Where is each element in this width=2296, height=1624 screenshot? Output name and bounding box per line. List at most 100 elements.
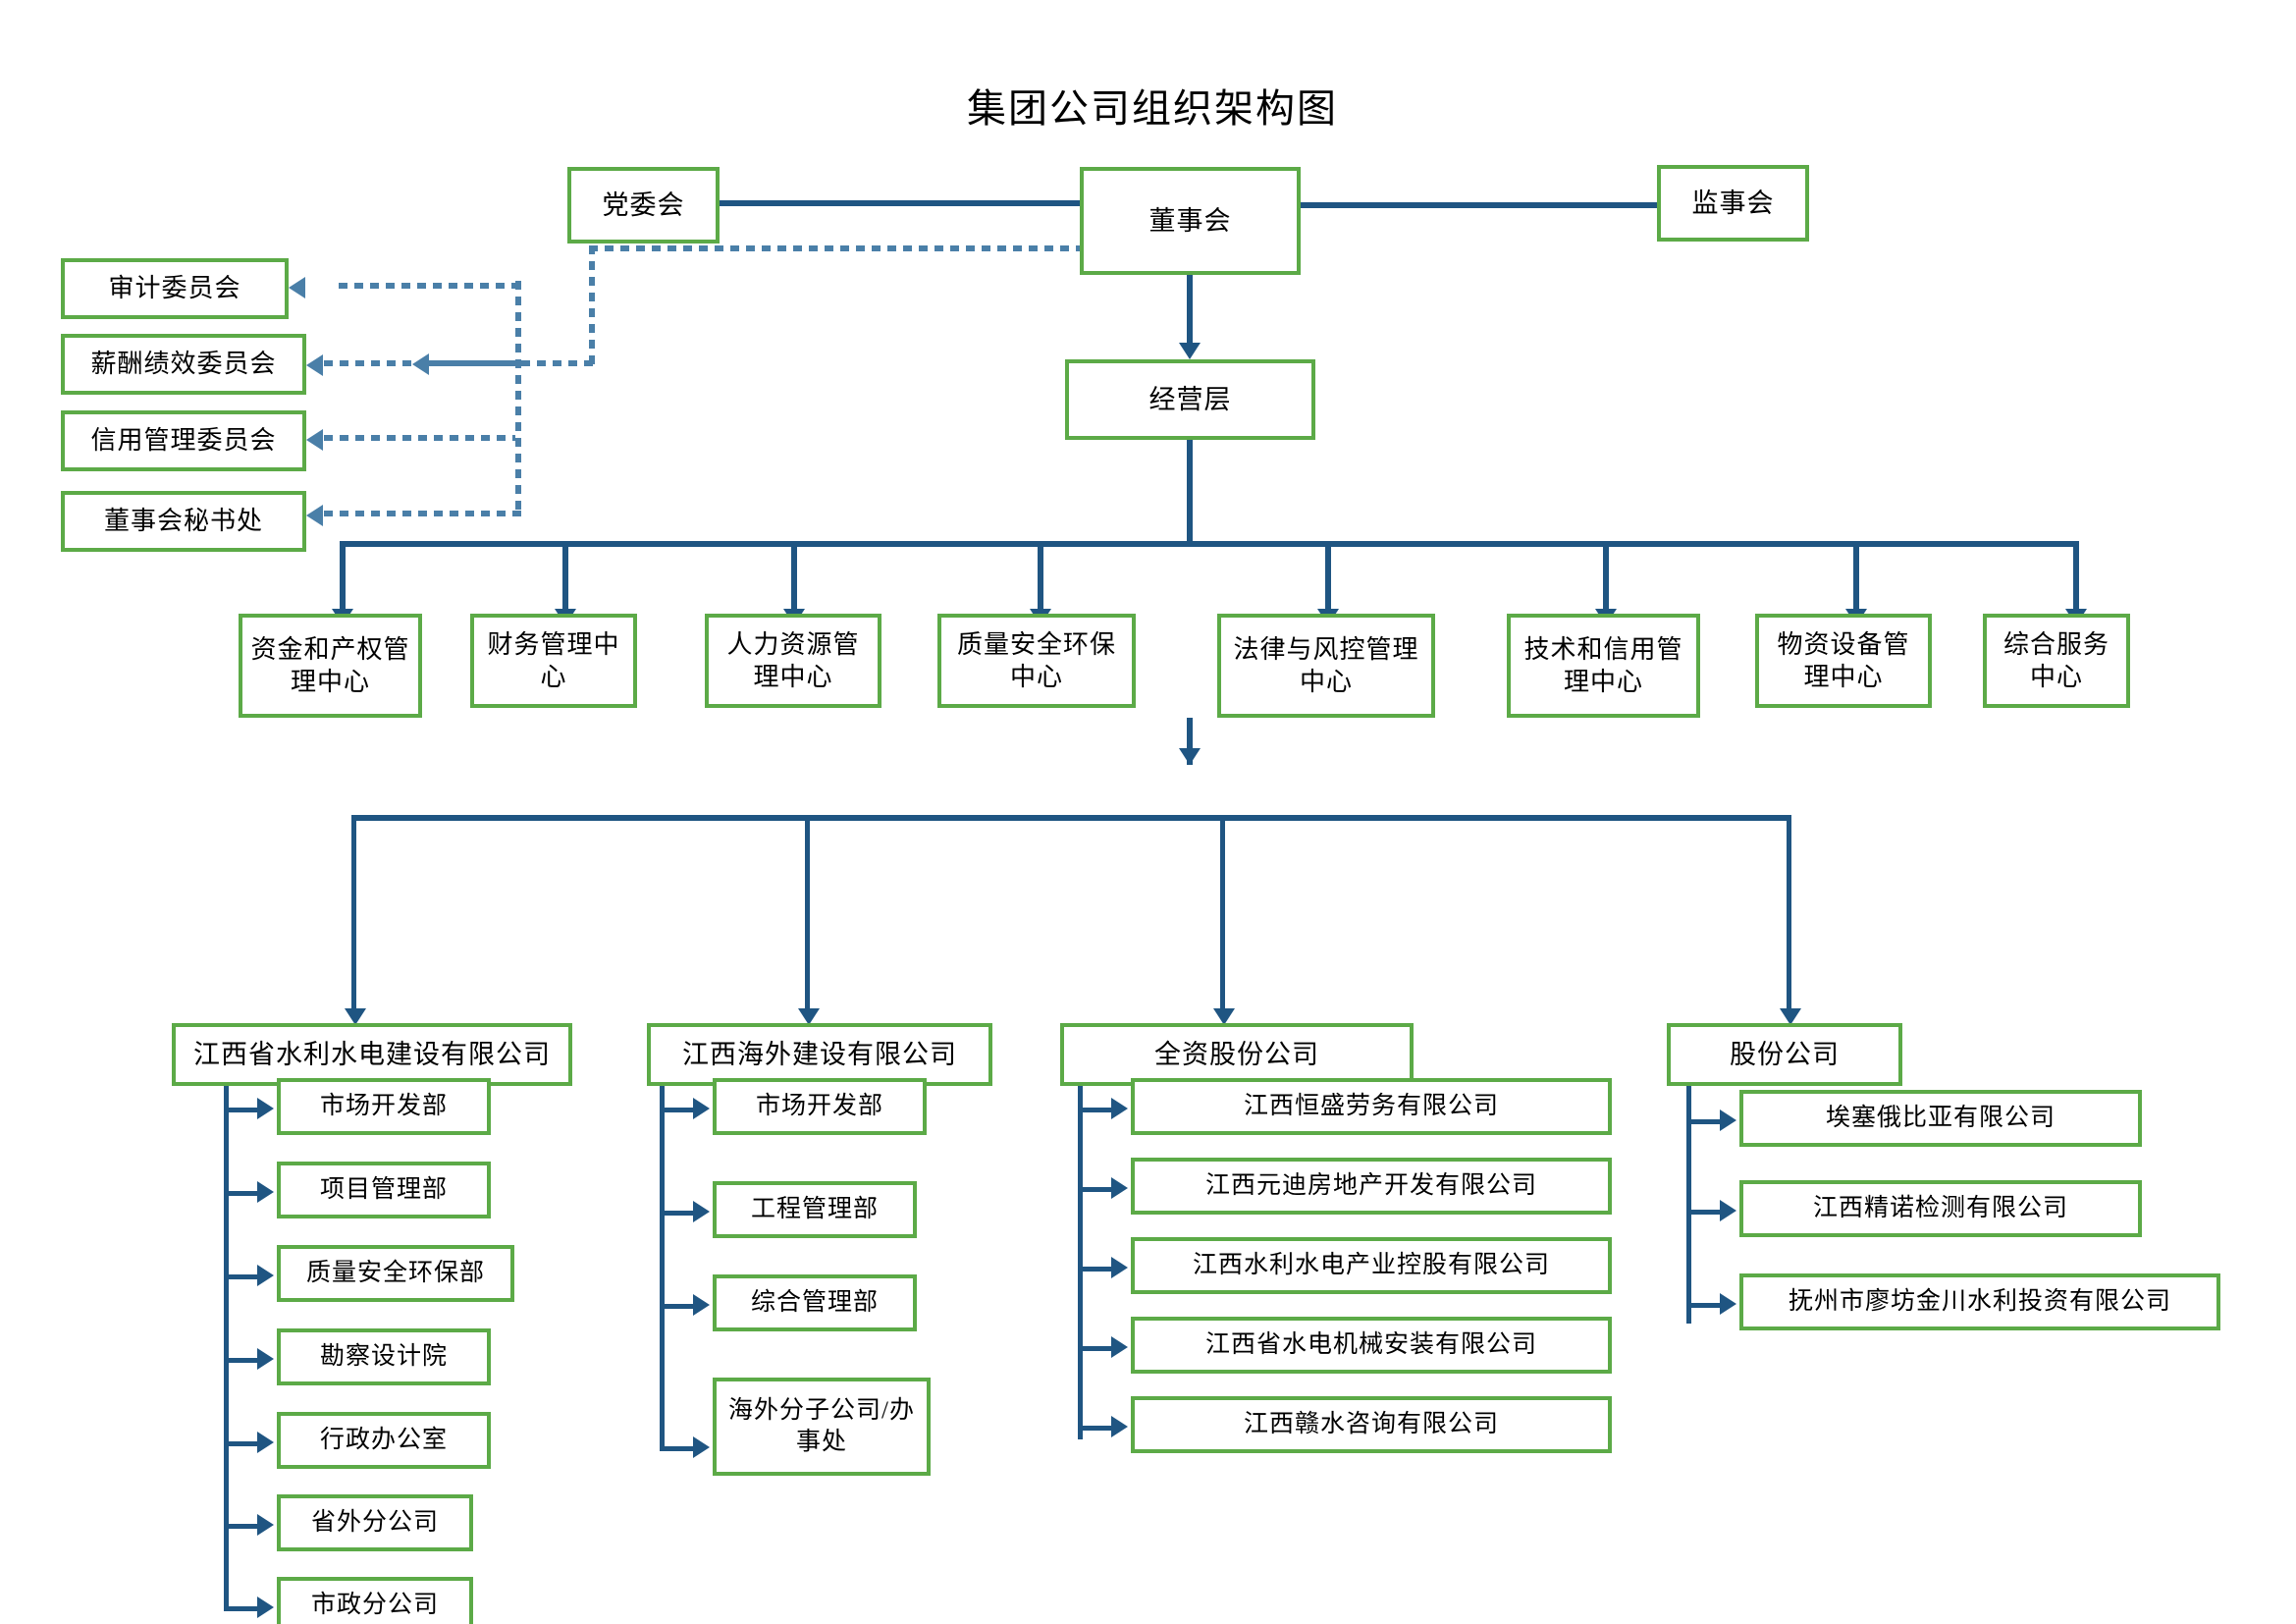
drop-center-2	[562, 541, 568, 613]
branch-col2-4	[660, 1446, 695, 1451]
node-subsidiary-wholly-owned[interactable]: 全资股份公司	[1060, 1023, 1414, 1086]
arrow-branch-audit	[289, 277, 305, 298]
node-center-general-services[interactable]: 综合服务中心	[1983, 614, 2130, 708]
branch-col1-1	[224, 1108, 259, 1112]
branch-col3-4	[1078, 1346, 1113, 1351]
node-subsidiary-joint-stock[interactable]: 股份公司	[1667, 1023, 1902, 1086]
node-center-finance[interactable]: 财务管理中心	[470, 614, 637, 708]
drop-center-3	[791, 541, 797, 613]
arrow-col4-3	[1720, 1293, 1736, 1315]
drop-center-6	[1603, 541, 1609, 613]
node-committee-audit[interactable]: 审计委员会	[61, 258, 289, 319]
drop-center-4	[1038, 541, 1043, 613]
trunk-col2-lower-b	[660, 1304, 665, 1451]
node-subsidiary-jiangxi-hydro[interactable]: 江西省水利水电建设有限公司	[172, 1023, 572, 1086]
arrow-col1-3	[257, 1265, 274, 1286]
trunk-col3-lower-c	[1078, 1346, 1083, 1439]
node-subsidiary-jiangxi-overseas[interactable]: 江西海外建设有限公司	[647, 1023, 992, 1086]
arrow-subsidiary-3	[1213, 1008, 1235, 1025]
arrow-col1-7	[257, 1597, 274, 1618]
node-dept-municipal-branch[interactable]: 市政分公司	[277, 1577, 473, 1624]
branch-col3-2	[1078, 1187, 1113, 1192]
drop-subsidiary-4	[1787, 815, 1791, 1011]
arrow-col2-1	[693, 1098, 710, 1119]
arrow-col4-2	[1720, 1200, 1736, 1221]
dotted-board-outlet-vertical	[589, 245, 595, 366]
trunk-col2-lower-a	[660, 1211, 665, 1309]
node-dept-overseas-branches[interactable]: 海外分子公司/办事处	[713, 1378, 931, 1476]
page-title: 集团公司组织架构图	[967, 86, 1338, 131]
arrow-col2-2	[693, 1201, 710, 1222]
node-dept-survey-design-institute[interactable]: 勘察设计院	[277, 1328, 491, 1385]
branch-col2-2	[660, 1211, 695, 1216]
connector-board-to-management	[1187, 275, 1193, 344]
trunk-col1-lower-a	[224, 1441, 229, 1525]
branch-col1-3	[224, 1274, 259, 1279]
bus-centers	[340, 541, 2073, 547]
arrow-col1-1	[257, 1098, 274, 1119]
node-dept-quality-safety-env[interactable]: 质量安全环保部	[277, 1245, 514, 1302]
drop-subsidiary-3	[1220, 815, 1225, 1011]
node-company-jingnuo-testing[interactable]: 江西精诺检测有限公司	[1739, 1180, 2142, 1237]
dotted-branch-credit	[324, 435, 515, 441]
node-committee-credit[interactable]: 信用管理委员会	[61, 410, 306, 471]
dotted-branch-secretariat	[324, 511, 521, 516]
connector-centers-to-subsidiaries	[1187, 718, 1193, 765]
arrow-col2-3	[693, 1294, 710, 1316]
node-company-liaofang-jinchuan-water-investment[interactable]: 抚州市廖坊金川水利投资有限公司	[1739, 1273, 2220, 1330]
connector-management-to-centers-bus	[1187, 440, 1193, 544]
branch-col4-1	[1686, 1119, 1722, 1124]
arrow-col3-1	[1111, 1098, 1128, 1119]
node-company-hydro-machinery-install[interactable]: 江西省水电机械安装有限公司	[1131, 1317, 1612, 1374]
node-center-materials-equipment[interactable]: 物资设备管理中心	[1755, 614, 1932, 708]
node-board-of-directors[interactable]: 董事会	[1080, 167, 1301, 275]
node-dept-market-development-1[interactable]: 市场开发部	[277, 1078, 491, 1135]
branch-col3-5	[1078, 1426, 1113, 1431]
arrow-subsidiary-2	[798, 1008, 820, 1025]
branch-col2-3	[660, 1304, 695, 1309]
drop-center-5	[1325, 541, 1331, 613]
node-company-ethiopia[interactable]: 埃塞俄比亚有限公司	[1739, 1090, 2142, 1147]
arrow-col1-4	[257, 1348, 274, 1370]
node-dept-admin-office[interactable]: 行政办公室	[277, 1412, 491, 1469]
node-dept-general-management[interactable]: 综合管理部	[713, 1274, 917, 1331]
drop-center-8	[2073, 541, 2079, 613]
node-committee-compensation[interactable]: 薪酬绩效委员会	[61, 334, 306, 395]
node-center-tech-credit[interactable]: 技术和信用管理中心	[1507, 614, 1700, 718]
arrow-col4-1	[1720, 1110, 1736, 1131]
branch-col4-2	[1686, 1210, 1722, 1215]
node-dept-market-development-2[interactable]: 市场开发部	[713, 1078, 927, 1135]
arrow-subsidiary-4	[1780, 1008, 1801, 1025]
node-dept-project-management[interactable]: 项目管理部	[277, 1162, 491, 1218]
node-dept-out-of-province-branch[interactable]: 省外分公司	[277, 1494, 473, 1551]
node-committee-board-secretariat[interactable]: 董事会秘书处	[61, 491, 306, 552]
node-company-hydro-industry-holding[interactable]: 江西水利水电产业控股有限公司	[1131, 1237, 1612, 1294]
trunk-col3-lower-b	[1078, 1267, 1083, 1360]
arrow-col1-2	[257, 1181, 274, 1203]
node-center-human-resources[interactable]: 人力资源管理中心	[705, 614, 881, 708]
trunk-col3-lower-a	[1078, 1187, 1083, 1280]
branch-col3-1	[1078, 1108, 1113, 1112]
branch-col1-6	[224, 1524, 259, 1529]
bus-subsidiaries	[351, 815, 1787, 821]
arrow-centers-to-subsidiaries	[1179, 748, 1201, 765]
node-dept-engineering-management[interactable]: 工程管理部	[713, 1181, 917, 1238]
drop-center-7	[1853, 541, 1859, 613]
dotted-board-outlet-top	[589, 245, 1085, 251]
node-company-yuandi-realestate[interactable]: 江西元迪房地产开发有限公司	[1131, 1158, 1612, 1215]
node-center-quality-safety-env[interactable]: 质量安全环保中心	[937, 614, 1136, 708]
node-company-hengsheng-labor[interactable]: 江西恒盛劳务有限公司	[1131, 1078, 1612, 1135]
branch-col1-2	[224, 1191, 259, 1196]
node-party-committee[interactable]: 党委会	[567, 167, 720, 244]
connector-party-to-board	[720, 200, 1080, 206]
node-company-ganshui-consulting[interactable]: 江西赣水咨询有限公司	[1131, 1396, 1612, 1453]
arrow-board-to-management	[1179, 343, 1201, 359]
node-center-capital-equity[interactable]: 资金和产权管理中心	[239, 614, 422, 718]
branch-col3-3	[1078, 1267, 1113, 1272]
node-management-layer[interactable]: 经营层	[1065, 359, 1315, 440]
connector-board-to-supervisory	[1301, 202, 1657, 208]
drop-center-1	[340, 541, 346, 613]
node-center-legal-risk[interactable]: 法律与风控管理中心	[1217, 614, 1435, 718]
node-supervisory-board[interactable]: 监事会	[1657, 165, 1809, 242]
